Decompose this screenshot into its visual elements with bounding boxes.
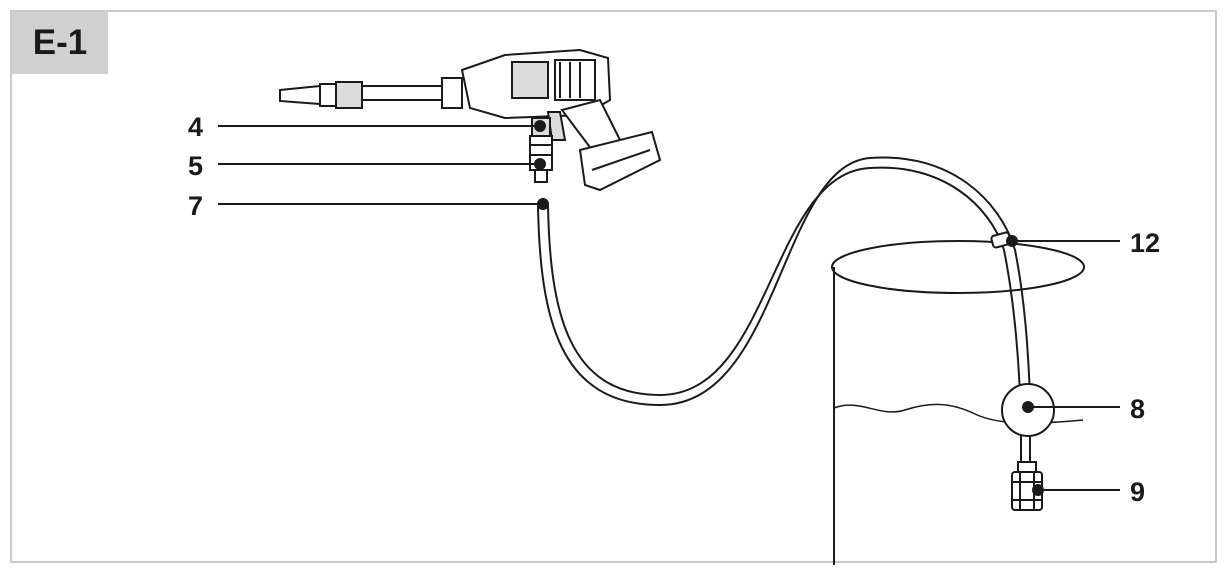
suction-filter xyxy=(1011,461,1043,511)
container-rim xyxy=(831,240,1085,294)
callout-5: 5 xyxy=(188,151,203,181)
spray-gun xyxy=(279,48,662,192)
callout-7: 7 xyxy=(188,191,203,221)
leader-7-dot xyxy=(537,198,549,210)
callout-9: 9 xyxy=(1130,477,1145,507)
leader-12-dot xyxy=(1006,235,1018,247)
callout-labels: 4 5 7 12 8 9 xyxy=(188,112,1160,507)
leader-8-dot xyxy=(1022,401,1034,413)
callout-8: 8 xyxy=(1130,394,1145,424)
leader-9-dot xyxy=(1032,484,1044,496)
callout-12: 12 xyxy=(1130,228,1160,258)
callout-leaders xyxy=(218,120,1120,496)
leader-5-dot xyxy=(534,158,546,170)
figure-frame xyxy=(10,10,1217,563)
figure-tag: E-1 xyxy=(12,12,108,74)
leader-4-dot xyxy=(534,120,546,132)
hose xyxy=(537,156,1031,468)
callout-4: 4 xyxy=(188,112,203,142)
